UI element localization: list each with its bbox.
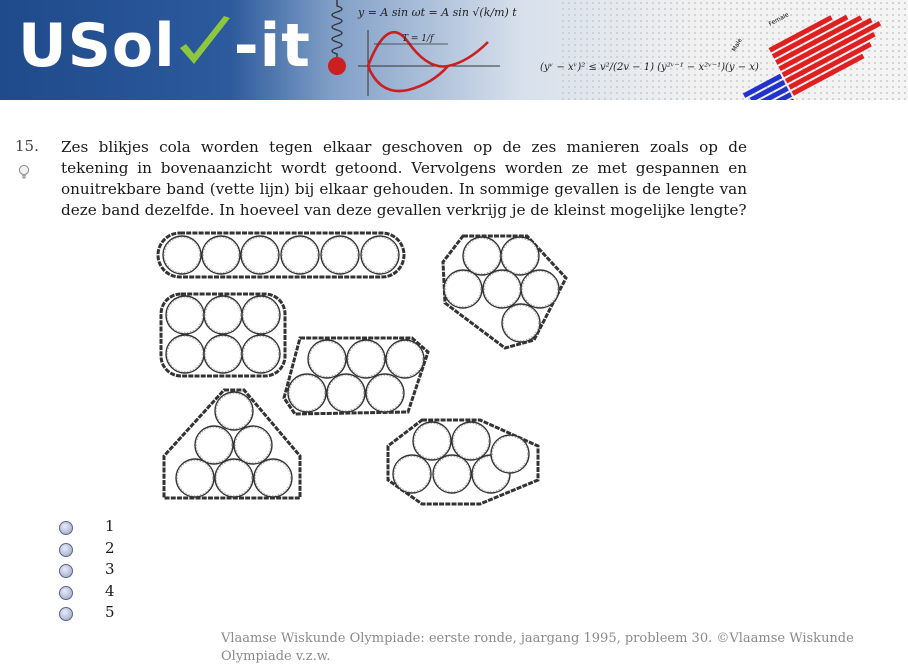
header-banner: USol-it y = A sin ωt = A sin √(k/m) t T … <box>0 0 908 100</box>
site-logo[interactable]: USol-it <box>18 14 311 76</box>
formula-oscillation: y = A sin ωt = A sin √(k/m) t <box>358 6 517 19</box>
radio-button[interactable] <box>59 521 73 535</box>
option-label: 2 <box>105 538 115 557</box>
population-pyramid-illustration: Male Female <box>731 11 882 100</box>
lightbulb-icon[interactable] <box>17 164 31 184</box>
radio-button[interactable] <box>59 585 73 600</box>
oscillation-illustration <box>328 0 500 96</box>
pyramid-label-right: Female <box>768 11 791 28</box>
question-text: Zes blikjes cola worden tegen elkaar ges… <box>61 138 747 219</box>
source-footer: Vlaamse Wiskunde Olympiade: eerste ronde… <box>221 631 854 664</box>
cans <box>162 235 560 498</box>
cans-arrangements-figure <box>156 231 568 506</box>
pyramid-label-left: Male <box>731 37 744 53</box>
formula-period: T = 1/f <box>402 34 434 44</box>
question-number: 15. <box>15 137 39 155</box>
logo-text-rest: -it <box>233 11 311 81</box>
option-label: 5 <box>105 603 115 621</box>
option-label: 4 <box>105 581 115 600</box>
logo-text-main: USol <box>18 11 176 81</box>
radio-button[interactable] <box>59 564 73 578</box>
formula-inequality: (yᵛ − xᵛ)² ≤ v²/(2v − 1) (y²ᵛ⁻¹ − x²ᵛ⁻¹)… <box>540 62 759 73</box>
radio-button[interactable] <box>59 607 73 621</box>
logo-checkmark-icon <box>176 14 234 76</box>
option-label: 3 <box>105 560 115 578</box>
option-label: 1 <box>105 517 115 535</box>
radio-button[interactable] <box>59 542 73 557</box>
